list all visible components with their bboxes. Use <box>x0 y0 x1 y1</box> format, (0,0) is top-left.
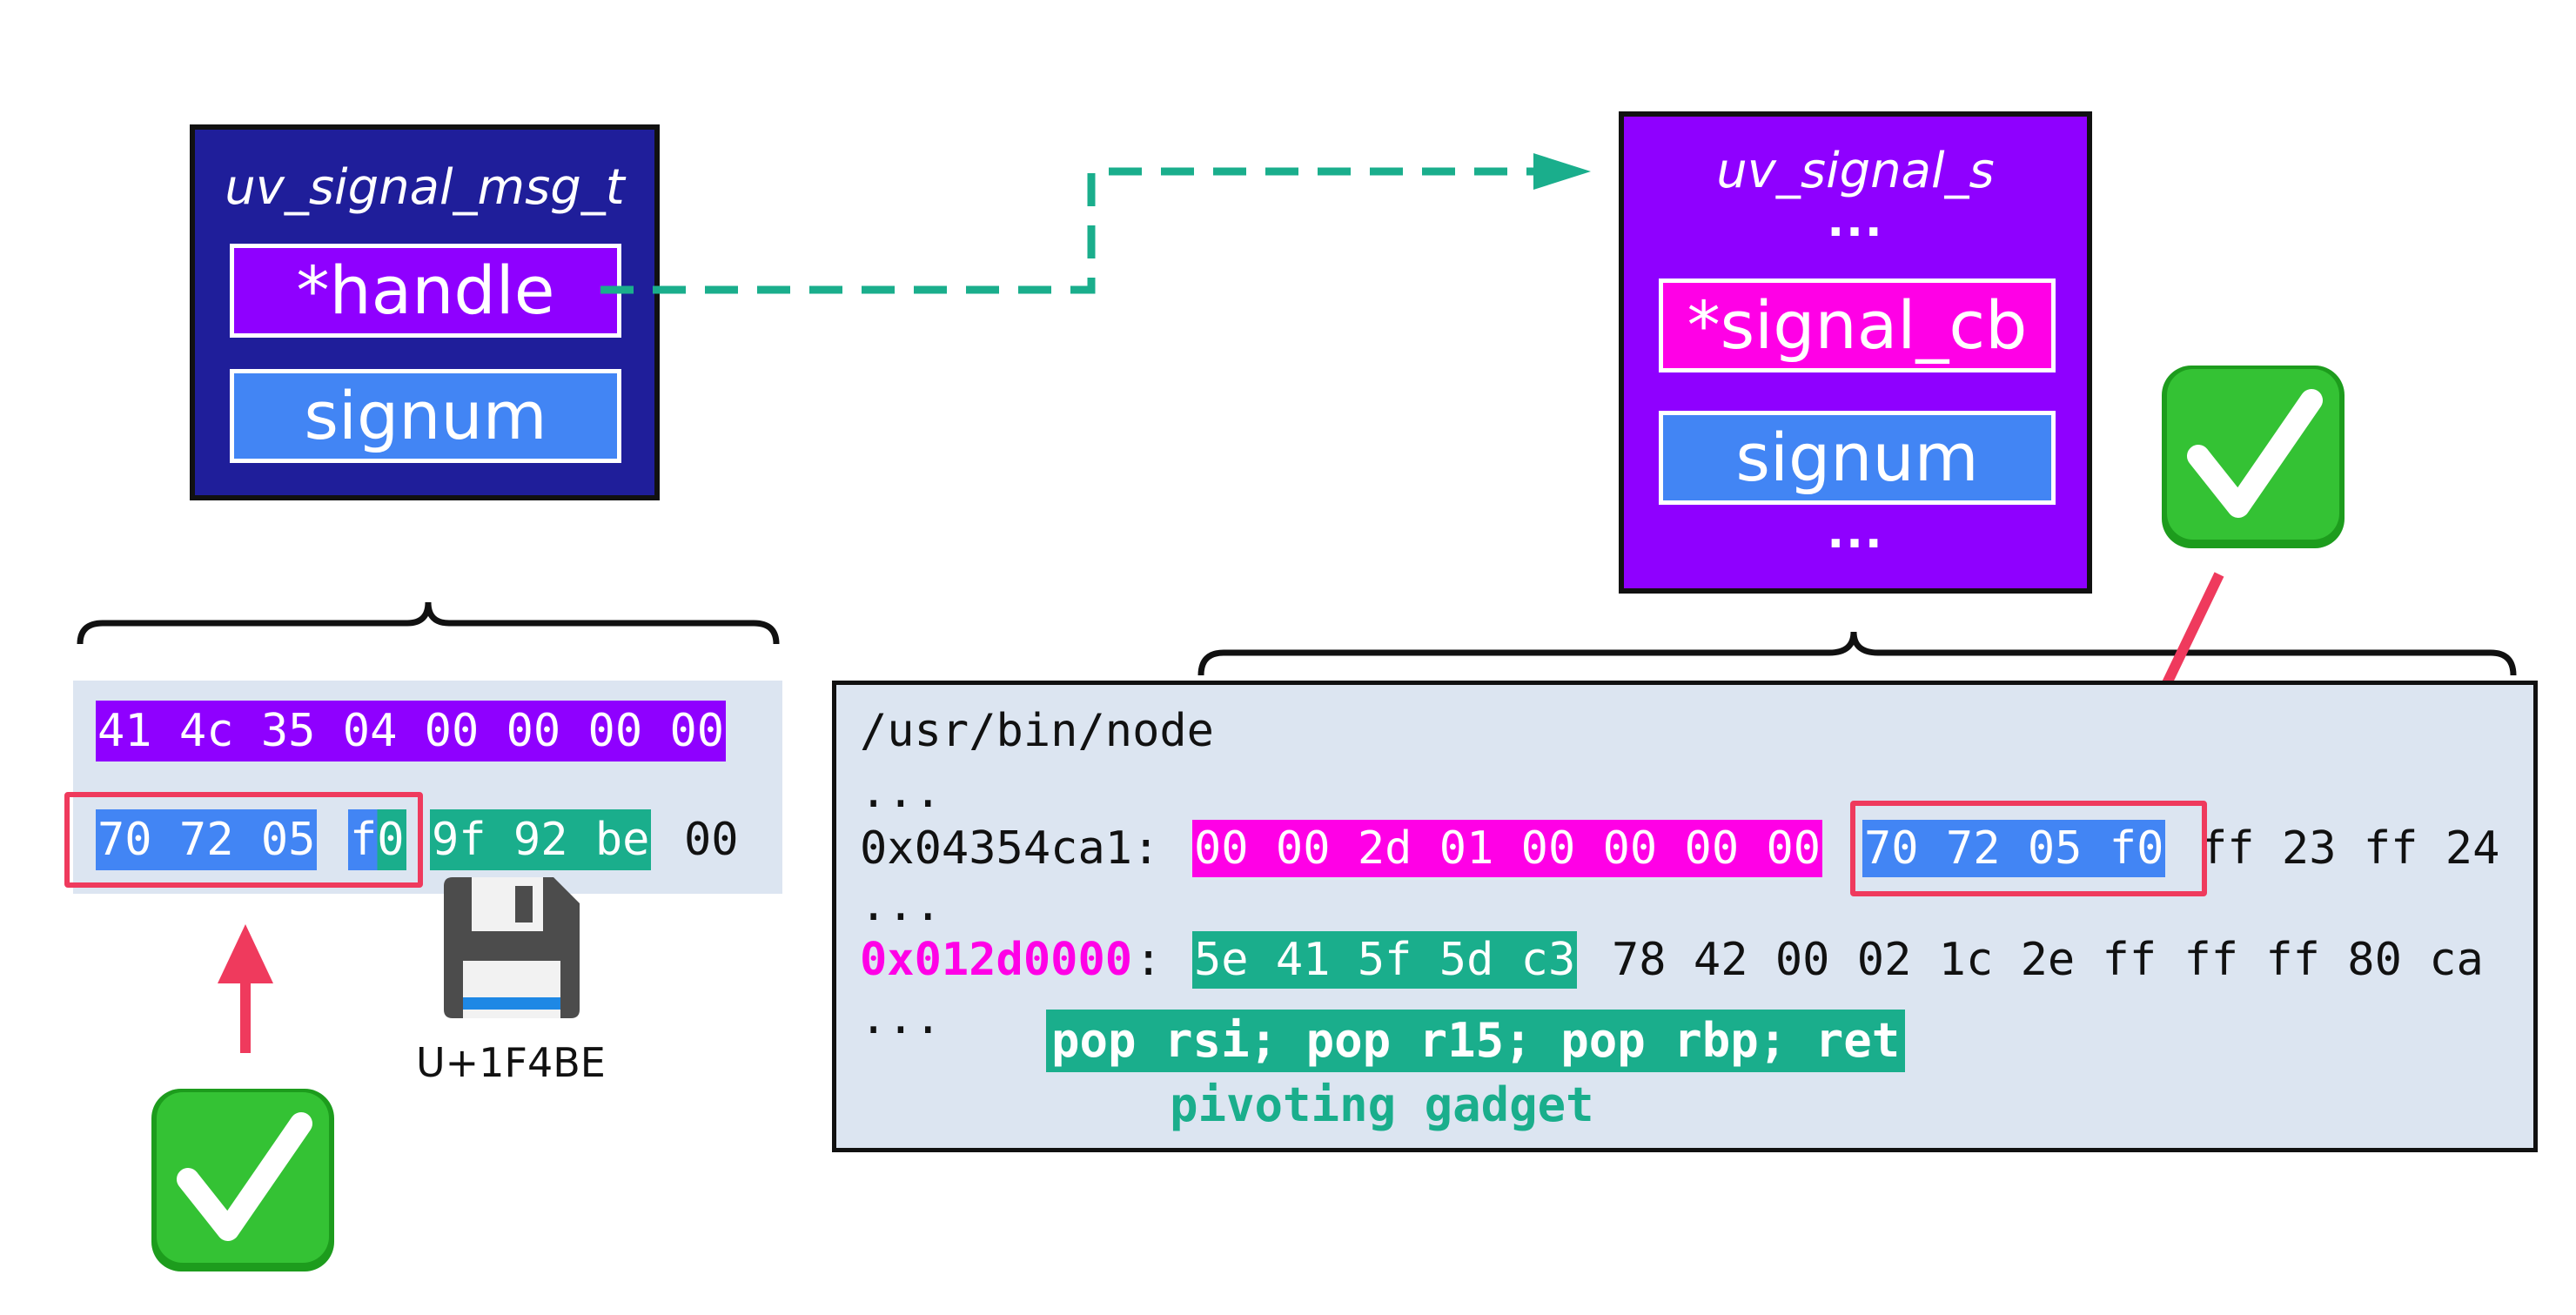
signum-field: signum <box>1659 411 2056 505</box>
address-2-teal-bytes: 5e 41 5f 5d c3 <box>1192 931 1578 989</box>
left-highlight-box <box>64 792 423 888</box>
gadget-code: pop rsi; pop r15; pop rbp; ret <box>1046 1010 1906 1072</box>
address-1-rest-bytes: ff 23 ff 24 <box>2200 822 2500 875</box>
address-1: 0x04354ca1: <box>860 822 1160 875</box>
check-mark-icon <box>151 1089 334 1271</box>
left-memory-row1: 41 4c 35 04 00 00 00 00 <box>96 701 727 761</box>
left-brace <box>77 601 780 645</box>
handle-field: *handle <box>230 244 621 338</box>
signum-field: signum <box>230 369 621 463</box>
right-highlight-box <box>1850 801 2207 896</box>
gadget-caption: pivoting gadget <box>1170 1077 1594 1132</box>
address-2-rest-bytes: 78 42 00 02 1c 2e ff ff ff 80 ca <box>1612 934 2484 986</box>
floppy-caption: U+1F4BE <box>416 1039 606 1086</box>
address-2-colon: : <box>1135 934 1163 986</box>
check-mark-icon <box>2162 366 2345 548</box>
binary-path: /usr/bin/node <box>860 705 1214 757</box>
pointer-arrow-line <box>600 167 1533 294</box>
left-red-arrow-head <box>218 924 273 983</box>
signal-cb-field: *signal_cb <box>1659 278 2056 372</box>
right-brace <box>1197 631 2517 676</box>
address-1-blue-bytes: 70 72 05 f0 <box>1862 820 2166 877</box>
left-memory-row2-blue: 70 72 05 <box>96 809 318 870</box>
ellipsis-top: ... <box>1827 195 1884 247</box>
left-memory-row2-split: f0 <box>348 809 406 870</box>
left-memory-row2-teal: 9f 92 be <box>430 809 652 870</box>
uv-signal-msg-t-struct: uv_signal_msg_t *handle signum <box>190 124 660 500</box>
pointer-arrow-head <box>1533 153 1591 190</box>
ellipsis-2: ... <box>860 879 942 931</box>
left-memory-row2-plain: 00 <box>684 814 739 866</box>
address-2: 0x012d0000 <box>860 934 1133 986</box>
struct-title: uv_signal_msg_t <box>225 159 625 216</box>
ellipsis-3: ... <box>860 992 942 1044</box>
ellipsis-1: ... <box>860 766 942 818</box>
floppy-disk-icon <box>444 877 580 1018</box>
uv-signal-s-struct: uv_signal_s ... *signal_cb signum ... <box>1619 111 2092 594</box>
address-1-magenta-bytes: 00 00 2d 01 00 00 00 00 <box>1192 820 1823 877</box>
ellipsis-bottom: ... <box>1827 507 1884 559</box>
struct-title: uv_signal_s <box>1716 143 1995 199</box>
right-memory-panel <box>832 681 2538 1152</box>
